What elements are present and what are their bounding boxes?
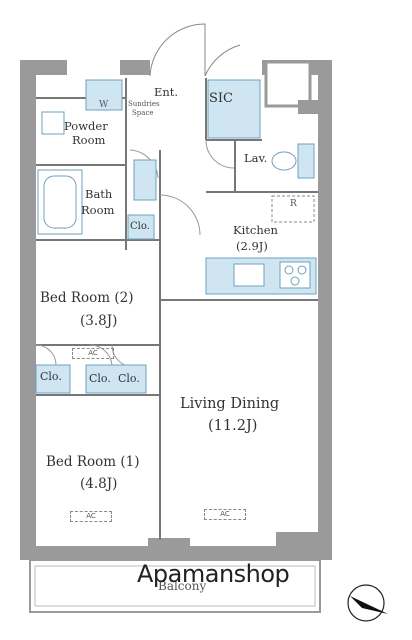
powder-sink — [41, 111, 65, 135]
fridge-space — [271, 195, 315, 223]
left-closet-box — [35, 364, 71, 394]
kitchen-name: Kitchen — [233, 223, 278, 237]
compass-icon — [347, 584, 388, 622]
bed2-ac-mark: AC — [72, 348, 114, 359]
fridge-label: R — [290, 199, 297, 209]
bed-room-1-size: (4.8J) — [80, 476, 118, 492]
washer-label: W — [99, 100, 109, 110]
entrance-door — [149, 23, 241, 77]
kitchen-size: (2.9J) — [236, 239, 268, 253]
mid-closet-box — [85, 364, 147, 394]
bath-room-label-2: Room — [81, 203, 115, 217]
sink-basin — [233, 263, 265, 287]
stove — [279, 261, 311, 289]
bed-room-1-name: Bed Room (1) — [46, 454, 140, 470]
lav-label: Lav. — [244, 151, 268, 165]
bed1-ac-mark: AC — [70, 511, 112, 522]
toilet-bowl — [271, 151, 297, 171]
interior-walls — [36, 78, 318, 540]
left-closet-label: Clo. — [40, 370, 62, 383]
mid-closet-b-label: Clo. — [118, 372, 140, 385]
fixtures — [35, 79, 317, 394]
bed-room-2-name: Bed Room (2) — [40, 290, 134, 306]
balcony-area — [29, 532, 321, 613]
balcony-label: Balcony — [158, 579, 207, 593]
toilet-tank — [297, 143, 315, 179]
bed-room-2-size: (3.8J) — [80, 313, 118, 329]
bath-closet-label: Clo. — [130, 221, 150, 232]
living-dining-name: Living Dining — [180, 396, 280, 412]
watermark: Apamanshop — [137, 560, 290, 588]
shoe-rack — [133, 159, 157, 201]
sundries-label-2: Space — [132, 109, 154, 117]
living-ac-mark: AC — [204, 509, 246, 520]
outer-walls — [20, 60, 332, 560]
bath-closet-box — [127, 214, 155, 240]
bath-room-label-1: Bath — [85, 187, 113, 201]
washer-pan — [85, 79, 123, 111]
powder-room-label-1: Powder — [64, 119, 108, 133]
entrance-label: Ent. — [154, 85, 179, 99]
sic-closet — [207, 79, 261, 139]
sic-label: SIC — [209, 91, 233, 106]
powder-room-label-2: Room — [72, 133, 106, 147]
living-dining-size: (11.2J) — [208, 418, 258, 434]
mid-closet-a-label: Clo. — [89, 372, 111, 385]
sundries-label-1: Sundries — [128, 100, 160, 108]
